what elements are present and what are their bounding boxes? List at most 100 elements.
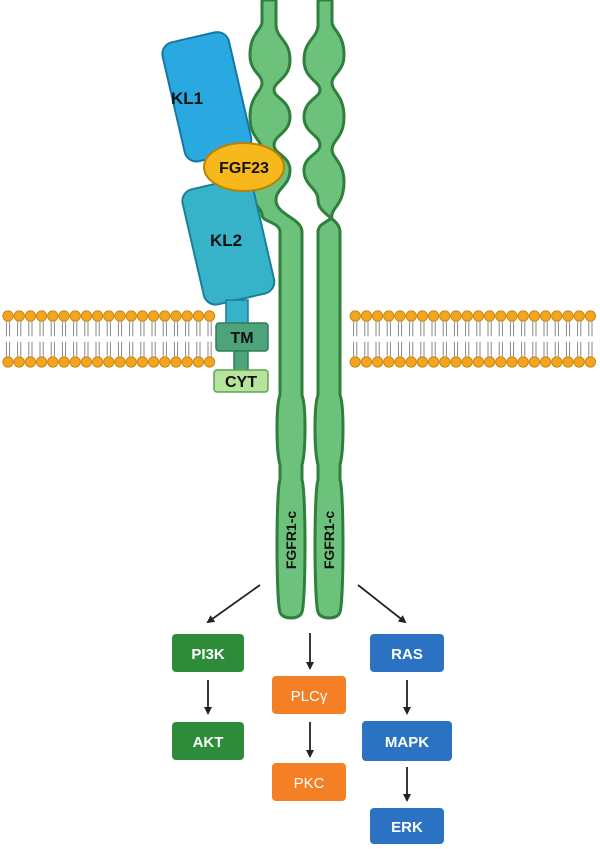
- lipid-head: [80, 356, 93, 368]
- lipid-head: [58, 310, 70, 322]
- arrow-to-pi3k: [206, 584, 261, 624]
- lipid-head: [24, 310, 37, 322]
- lipid-head: [394, 356, 406, 368]
- fgfr1c-left-label: FGFR1-c: [283, 511, 299, 570]
- lipid-head: [573, 356, 585, 368]
- pi3k-pathway: PI3K AKT: [172, 634, 244, 760]
- lipid-head: [405, 310, 417, 322]
- lipid-head: [461, 310, 473, 322]
- lipid-head: [69, 356, 81, 368]
- lipid-head: [47, 310, 59, 322]
- lipid-head: [114, 356, 126, 368]
- lipid-head: [472, 310, 484, 322]
- klotho-cyt-link: [233, 350, 249, 372]
- lipid-head: [461, 356, 473, 368]
- lipid-head: [360, 356, 372, 368]
- lipid-head: [360, 310, 372, 322]
- lipid-head: [192, 356, 204, 368]
- ras-box: [370, 634, 444, 672]
- lipid-head: [539, 356, 552, 368]
- pi3k-box: [172, 634, 244, 672]
- lipid-head: [47, 356, 59, 368]
- erk-label: ERK: [391, 819, 423, 836]
- lipid-head: [528, 310, 541, 322]
- lipid-head: [2, 310, 14, 322]
- lipid-head: [483, 310, 496, 322]
- lipid-head: [58, 356, 70, 368]
- lipid-head: [125, 356, 137, 368]
- kl2-label: KL2: [210, 231, 242, 250]
- kl1-label: KL1: [171, 89, 203, 108]
- lipid-head: [159, 310, 171, 322]
- lipid-head: [439, 310, 451, 322]
- lipid-head: [148, 310, 160, 322]
- ras-label: RAS: [391, 646, 423, 663]
- cyt-domain: [213, 369, 269, 393]
- lipid-head: [103, 310, 115, 322]
- lipid-head: [136, 310, 148, 322]
- lipid-head: [170, 310, 182, 322]
- lipid-head: [125, 310, 137, 322]
- lipid-head: [427, 356, 440, 368]
- cell-membrane: [2, 310, 597, 368]
- lipid-head: [136, 356, 148, 368]
- lipid-head: [506, 310, 518, 322]
- lipid-head: [584, 356, 597, 368]
- lipid-head: [349, 310, 361, 322]
- lipid-head: [24, 356, 37, 368]
- cyt-label: CYT: [225, 374, 257, 391]
- lipid-head: [394, 310, 406, 322]
- fgfr1c-right-chain: [302, 0, 346, 620]
- lipid-head: [69, 310, 81, 322]
- lipid-head: [539, 310, 552, 322]
- lipid-head: [495, 310, 507, 322]
- lipid-head: [2, 356, 14, 368]
- fgf23-ellipse: [203, 142, 285, 192]
- klotho-stalk: [225, 299, 249, 325]
- lipid-head: [181, 356, 193, 368]
- lipid-head: [416, 356, 428, 368]
- lipid-head: [416, 310, 428, 322]
- lipid-head: [450, 356, 462, 368]
- lipid-head: [192, 310, 204, 322]
- pkc-label: PKC: [294, 775, 325, 792]
- lipid-head: [439, 356, 451, 368]
- plc-pathway: PLCγ PKC: [272, 676, 346, 801]
- lipid-head: [204, 356, 216, 368]
- lipid-head: [92, 356, 104, 368]
- lipid-head: [472, 356, 484, 368]
- lipid-head: [495, 356, 507, 368]
- lipid-head: [383, 356, 395, 368]
- lipid-head: [371, 356, 384, 368]
- lipid-head: [181, 310, 193, 322]
- lipid-head: [159, 356, 171, 368]
- fgfr1c-right-label: FGFR1-c: [321, 511, 337, 570]
- lipid-head: [170, 356, 182, 368]
- lipid-head: [148, 356, 160, 368]
- pkc-box: [272, 763, 346, 801]
- lipid-head: [383, 310, 395, 322]
- signaling-arrows: [204, 584, 411, 802]
- lipid-head: [483, 356, 496, 368]
- pi3k-label: PI3K: [191, 646, 225, 663]
- lipid-head: [204, 310, 216, 322]
- mapk-label: MAPK: [385, 734, 429, 751]
- lipid-head: [80, 310, 93, 322]
- lipid-head: [349, 356, 361, 368]
- lipid-head: [506, 356, 518, 368]
- ras-pathway: RAS MAPK ERK: [362, 634, 452, 844]
- plcg-box: [272, 676, 346, 714]
- alpha-klotho: KL1 KL2 TM CYT: [161, 31, 276, 393]
- mapk-box: [362, 721, 452, 761]
- fgfr1c-dimer: FGFR1-c FGFR1-c: [248, 0, 346, 620]
- lipid-head: [562, 356, 574, 368]
- lipid-head: [562, 310, 574, 322]
- lipid-head: [517, 310, 529, 322]
- lipid-head: [573, 310, 585, 322]
- lipid-head: [517, 356, 529, 368]
- lipid-head: [551, 310, 563, 322]
- lipid-head: [13, 310, 25, 322]
- lipid-head: [551, 356, 563, 368]
